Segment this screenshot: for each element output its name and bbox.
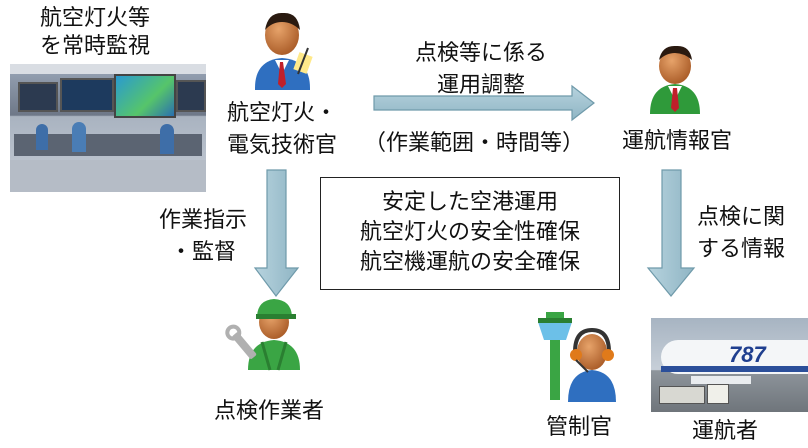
coordination-arrow (373, 84, 595, 122)
engineer-label-line1: 航空灯火・ (226, 101, 337, 126)
operator-label: 運航者 (692, 419, 759, 444)
aircraft-marking: 787 (729, 342, 766, 367)
inspection-info-label-line2: する情報 (697, 237, 786, 262)
inspection-info-label: 点検に関 する情報 (697, 204, 785, 264)
inspection-info-label-line1: 点検に関 (697, 205, 786, 230)
engineer-person-icon (255, 12, 313, 90)
monitor-label-line2: を常時監視 (40, 34, 151, 59)
outcome-line2: 航空灯火の安全性確保 (359, 220, 580, 245)
outcome-line1: 安定した空港運用 (381, 190, 558, 215)
aircraft-photo: 787 (651, 318, 808, 412)
control-tower-icon (538, 312, 572, 400)
controller-person-icon (568, 327, 616, 402)
worker-label: 点検作業者 (214, 399, 325, 424)
coordination-label-line1: 点検等に係る (414, 41, 547, 66)
outcome-box: 安定した空港運用 航空灯火の安全性確保 航空機運航の安全確保 (320, 177, 620, 290)
work-order-label-line2: ・監督 (169, 240, 236, 265)
control-room-photo (10, 64, 206, 192)
ops-officer-person-icon (650, 45, 700, 114)
coordination-label: 点検等に係る 運用調整 (396, 40, 566, 100)
engineer-label-line2: 電気技術官 (226, 133, 337, 158)
coordination-detail: （作業範囲・時間等） (364, 131, 585, 156)
work-order-label: 作業指示 ・監督 (148, 207, 258, 267)
monitor-label: 航空灯火等 を常時監視 (40, 5, 150, 61)
worker-person-icon (225, 299, 300, 371)
work-order-label-line1: 作業指示 (158, 208, 247, 233)
ops-officer-label: 運航情報官 (622, 129, 733, 154)
inspection-info-arrow (646, 169, 696, 297)
outcome-line3: 航空機運航の安全確保 (359, 250, 580, 275)
work-order-arrow (253, 169, 300, 297)
controller-label: 管制官 (546, 415, 613, 440)
coordination-label-line2: 運用調整 (436, 73, 525, 98)
engineer-label: 航空灯火・ 電気技術官 (222, 100, 342, 160)
monitor-label-line1: 航空灯火等 (40, 6, 151, 31)
